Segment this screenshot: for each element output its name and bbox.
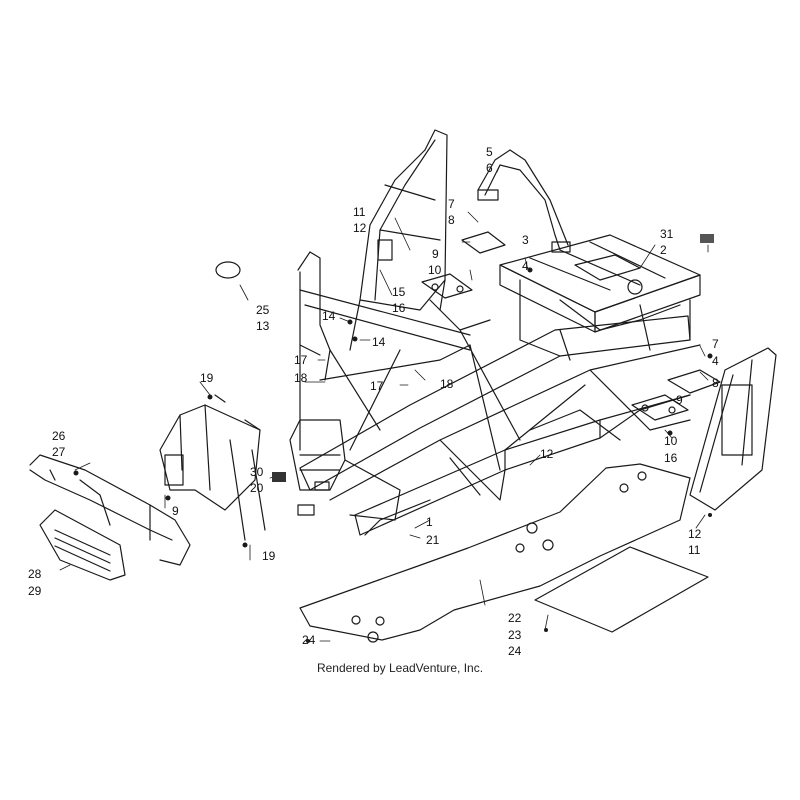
callout-8: 8 bbox=[448, 213, 455, 227]
callout-13: 13 bbox=[256, 319, 270, 333]
callout-17: 17 bbox=[294, 353, 308, 367]
front-bulkhead bbox=[160, 395, 265, 540]
callout-28: 28 bbox=[28, 567, 42, 581]
skid-plate bbox=[300, 464, 690, 640]
main-frame bbox=[300, 316, 700, 535]
callout-8-b: 8 bbox=[712, 376, 719, 390]
callout-21: 21 bbox=[426, 533, 440, 547]
callout-30: 30 bbox=[250, 465, 264, 479]
band-clamp bbox=[216, 262, 240, 278]
callout-3: 3 bbox=[522, 233, 529, 247]
roll-cage bbox=[298, 252, 520, 470]
callout-24: 24 bbox=[508, 644, 522, 658]
callout-9: 9 bbox=[432, 247, 439, 261]
callout-12: 12 bbox=[353, 221, 367, 235]
callout-18: 18 bbox=[294, 371, 308, 385]
side-panel-right bbox=[690, 348, 776, 510]
callout-17-b: 17 bbox=[370, 379, 384, 393]
callout-7-b: 7 bbox=[712, 337, 719, 351]
front-subframe bbox=[290, 420, 400, 520]
callout-29: 29 bbox=[28, 584, 42, 598]
callout-31: 31 bbox=[660, 227, 674, 241]
callout-4-b: 4 bbox=[712, 354, 719, 368]
callout-9-c: 9 bbox=[172, 504, 179, 518]
bumper-grille bbox=[40, 510, 125, 580]
callout-27: 27 bbox=[52, 445, 66, 459]
render-credit: Rendered by LeadVenture, Inc. bbox=[316, 661, 484, 675]
callout-20: 20 bbox=[250, 481, 264, 495]
leader-lines bbox=[60, 165, 708, 641]
callout-23: 23 bbox=[508, 628, 522, 642]
callout-10: 10 bbox=[428, 263, 442, 277]
seat-brackets-center bbox=[422, 232, 505, 330]
callout-14: 14 bbox=[322, 309, 336, 323]
callout-7: 7 bbox=[448, 197, 455, 211]
callout-14-b: 14 bbox=[372, 335, 386, 349]
rops-tower bbox=[350, 130, 447, 350]
callout-19: 19 bbox=[200, 371, 214, 385]
callout-10-b: 10 bbox=[664, 434, 678, 448]
callout-9-b: 9 bbox=[676, 393, 683, 407]
callout-4: 4 bbox=[522, 259, 529, 273]
callout-19-b: 19 bbox=[262, 549, 276, 563]
seat-brackets-right bbox=[632, 370, 720, 420]
callout-1: 1 bbox=[426, 515, 433, 529]
callout-11: 11 bbox=[353, 205, 366, 219]
cargo-bed-frame bbox=[500, 235, 700, 360]
callout-25: 25 bbox=[256, 303, 270, 317]
callout-18-b: 18 bbox=[440, 377, 454, 391]
callout-16: 16 bbox=[392, 301, 406, 315]
callout-22: 22 bbox=[508, 611, 522, 625]
callout-15: 15 bbox=[392, 285, 406, 299]
callout-5: 5 bbox=[486, 145, 493, 159]
callout-2: 2 bbox=[660, 243, 667, 257]
callout-12-b: 12 bbox=[540, 447, 554, 461]
callout-24-b: 24 bbox=[302, 633, 316, 647]
front-bumper bbox=[30, 455, 190, 565]
callout-6: 6 bbox=[486, 161, 493, 175]
callout-16-b: 16 bbox=[664, 451, 678, 465]
callout-12-c: 12 bbox=[688, 527, 702, 541]
callout-26: 26 bbox=[52, 429, 66, 443]
access-panel bbox=[535, 547, 708, 632]
callout-11-b: 11 bbox=[688, 543, 701, 557]
fasteners bbox=[73, 234, 714, 643]
